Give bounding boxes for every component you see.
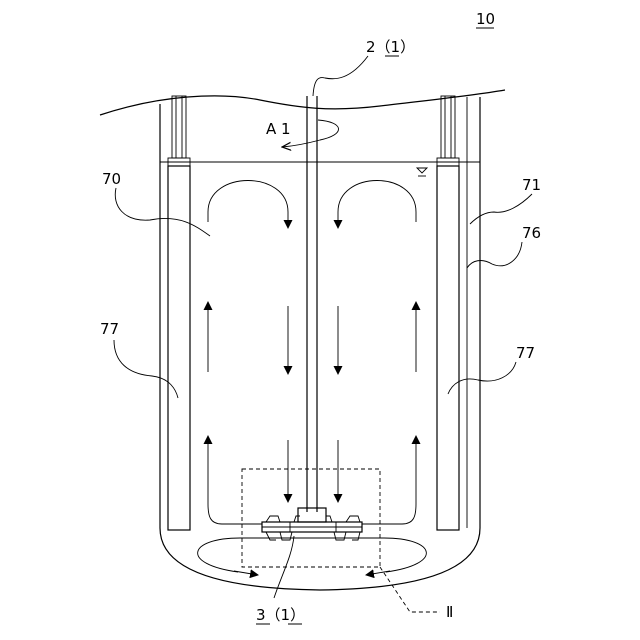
flow-loop-right xyxy=(338,181,416,229)
flow-up-right-lower xyxy=(362,436,416,524)
impeller xyxy=(262,516,362,540)
impeller-hub xyxy=(298,508,326,522)
label-vessel: 71 xyxy=(522,176,541,194)
leader-77-right xyxy=(448,362,516,394)
flow-bottom-right-arrow xyxy=(366,571,390,575)
leader-71 xyxy=(470,194,532,224)
leader-shaft xyxy=(313,56,368,96)
flow-loop-left xyxy=(208,181,288,229)
leader-76 xyxy=(467,242,522,268)
label-baffle-left: 77 xyxy=(100,320,119,338)
label-baffle-right: 77 xyxy=(516,344,535,362)
leader-70 xyxy=(115,188,210,236)
label-device: 10 xyxy=(476,10,495,28)
flow-up-left-lower xyxy=(208,436,262,524)
label-impeller: 3（1） xyxy=(256,606,305,624)
baffle-right xyxy=(437,96,459,530)
label-rotation: A 1 xyxy=(266,120,291,138)
detail-leader xyxy=(380,567,440,612)
label-wall: 76 xyxy=(522,224,541,242)
flow-bottom-left-arrow xyxy=(234,571,258,575)
label-tank-inner: 70 xyxy=(102,170,121,188)
liquid-level-mark xyxy=(417,168,427,176)
detail-box xyxy=(242,469,380,567)
label-shaft: 2（1） xyxy=(366,38,415,56)
label-detail-ref: Ⅱ xyxy=(446,603,453,621)
shaft xyxy=(307,96,317,512)
break-line xyxy=(100,90,505,115)
baffle-left xyxy=(168,96,190,530)
